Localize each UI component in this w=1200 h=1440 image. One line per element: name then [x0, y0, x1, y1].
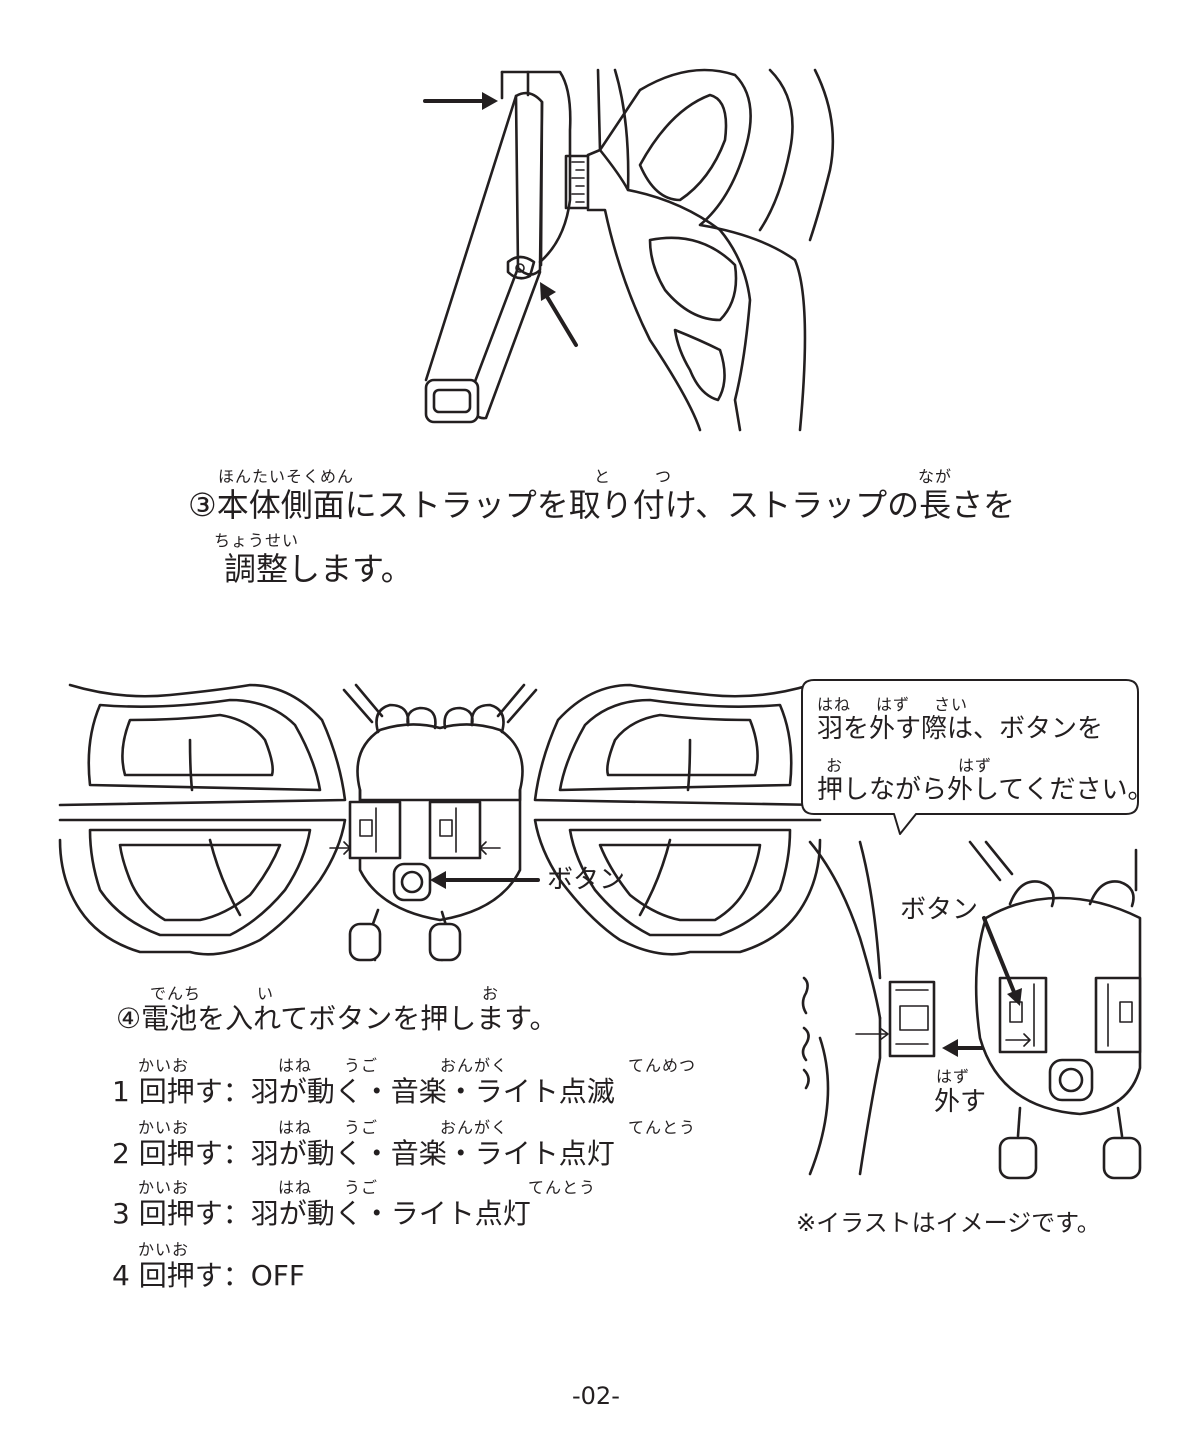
callout-ruby-hazu2: はず: [958, 756, 993, 775]
press-1-text: 1 回押す：羽が動く・音楽・ライト点滅: [112, 1075, 615, 1108]
ruby-kaio-3: かいお: [138, 1178, 190, 1197]
press-4-text: 4 回押す：OFF: [112, 1259, 305, 1292]
ruby-hazu-remove: はず: [936, 1067, 971, 1086]
strap-attachment-illustration: [423, 68, 835, 432]
ruby-denchi: でんち: [150, 984, 202, 1003]
ruby-tsu: つ: [655, 467, 673, 486]
callout-ruby-sai: さい: [934, 695, 969, 714]
press-2-text: 2 回押す：羽が動く・音楽・ライト点灯: [112, 1137, 615, 1170]
ruby-tentou-2: てんとう: [628, 1118, 697, 1137]
ruby-kaio-4: かいお: [138, 1240, 190, 1259]
step3-instruction-line1: ③本体側面にストラップを取り付け、ストラップの長さを: [188, 486, 1016, 524]
ruby-ugo-3: うご: [344, 1178, 379, 1197]
butterfly-body-button-illustration: [58, 683, 822, 962]
step4-title: ④電池を入れてボタンを押します。: [116, 1002, 558, 1035]
ruby-tenmetsu: てんめつ: [628, 1056, 697, 1075]
callout-ruby-hazu: はず: [876, 695, 911, 714]
callout-ruby-hane: はね: [817, 695, 852, 714]
ruby-hane-2: はね: [278, 1118, 313, 1137]
step3-instruction-line2: 調整します。: [224, 550, 413, 588]
ruby-ongaku-1: おんがく: [440, 1056, 509, 1075]
ruby-kaio-1: かいお: [138, 1056, 190, 1075]
ruby-kaio-2: かいお: [138, 1118, 190, 1137]
ruby-tentou-3: てんとう: [528, 1178, 597, 1197]
callout-line2: 押しながら外してください。: [817, 775, 1154, 805]
ruby-naga: なが: [918, 467, 953, 486]
button-label-right: ボタン: [900, 895, 979, 925]
page-number: -02-: [572, 1382, 620, 1410]
ruby-ongaku-2: おんがく: [440, 1118, 509, 1137]
ruby-o: お: [482, 984, 500, 1003]
ruby-to: と: [594, 467, 612, 486]
callout-line1: 羽を外す際は、ボタンを: [817, 714, 1104, 744]
ruby-hane-3: はね: [278, 1178, 313, 1197]
ruby-chousei: ちょうせい: [214, 531, 300, 550]
ruby-i: い: [257, 984, 275, 1003]
ruby-ugo-1: うご: [344, 1056, 379, 1075]
remove-label: 外す: [934, 1087, 987, 1117]
button-label: ボタン: [547, 865, 626, 895]
callout-ruby-o: お: [826, 756, 844, 775]
ruby-ugo-2: うご: [344, 1118, 379, 1137]
ruby-hontaisokumen: ほんたいそくめん: [218, 467, 355, 486]
wing-removal-illustration: [801, 840, 1142, 1180]
speech-bubble: [801, 679, 1139, 835]
image-note: ※イラストはイメージです。: [796, 1209, 1101, 1237]
press-3-text: 3 回押す：羽が動く・ライト点灯: [112, 1197, 531, 1230]
ruby-hane-1: はね: [278, 1056, 313, 1075]
